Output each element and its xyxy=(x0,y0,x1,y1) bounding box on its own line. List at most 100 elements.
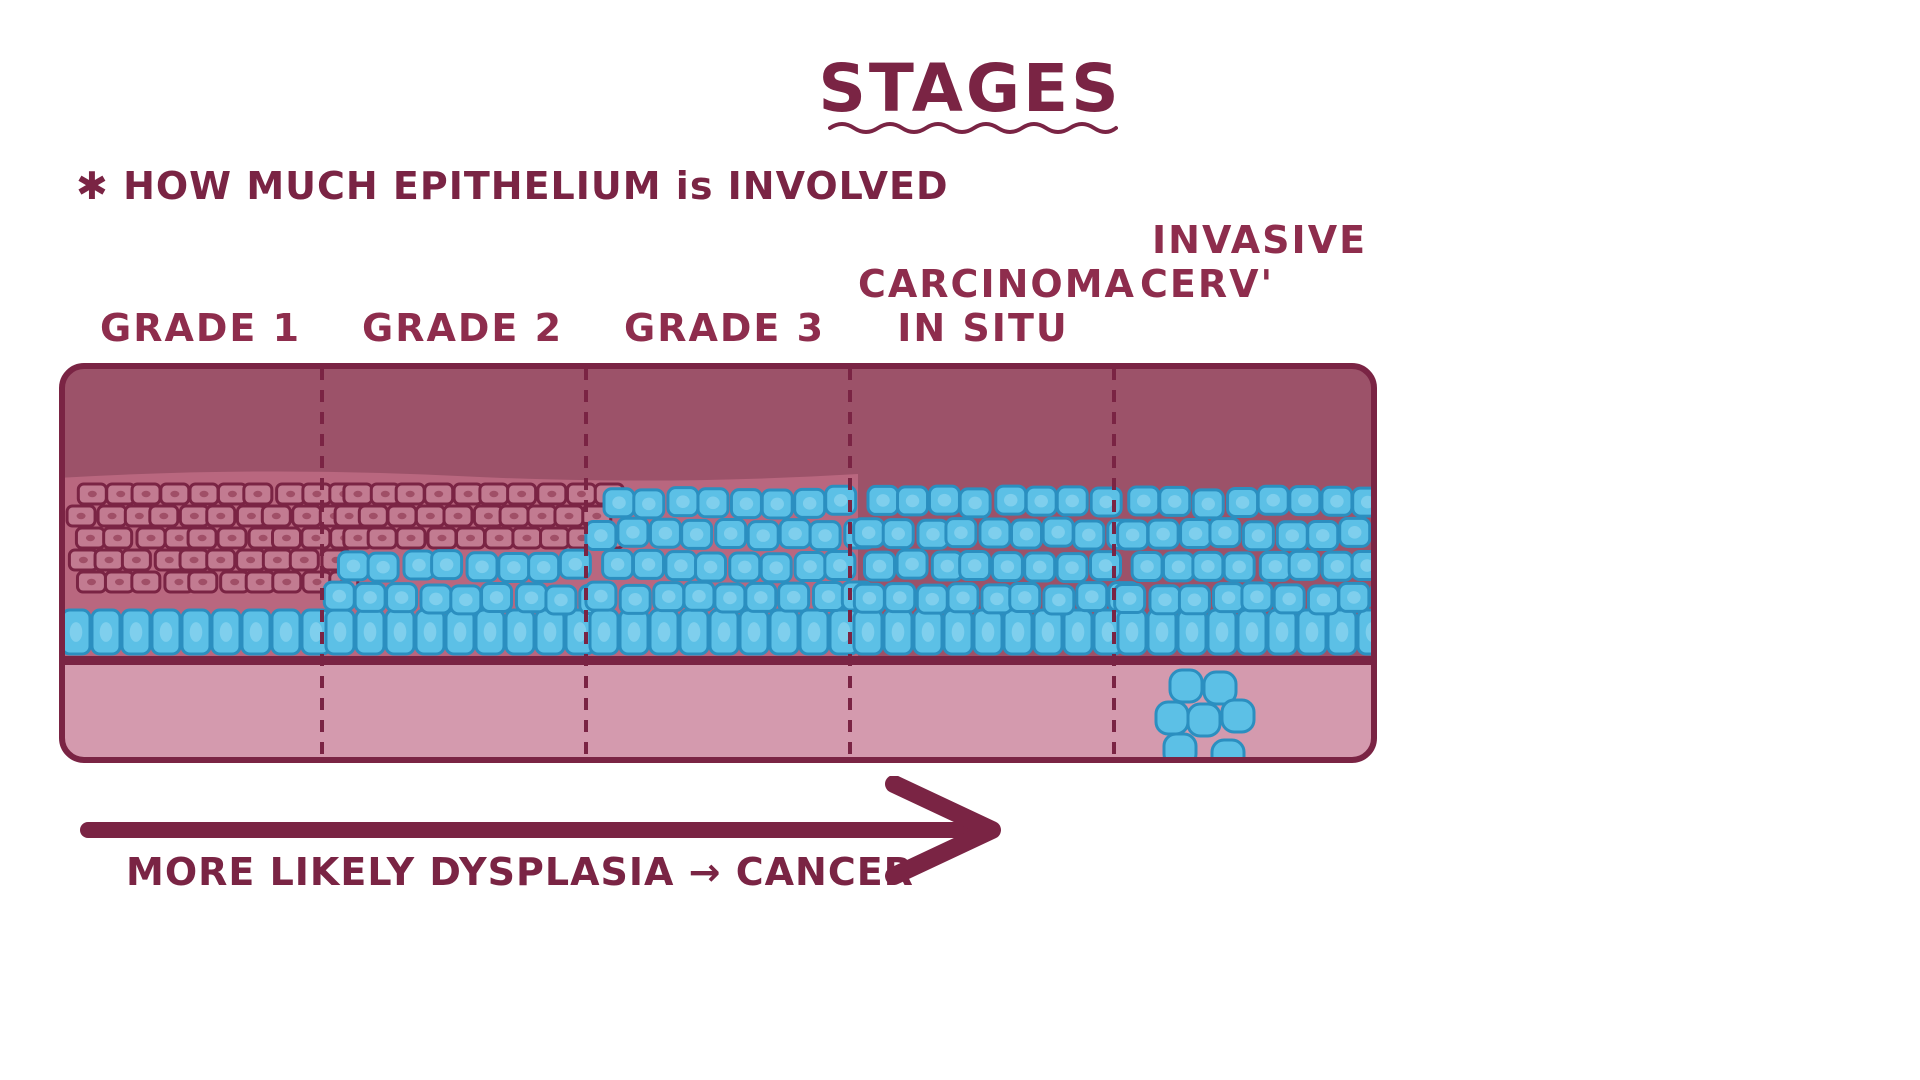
normal-cell xyxy=(148,504,180,528)
invasive-cell xyxy=(1186,702,1222,738)
dysplastic-cell xyxy=(618,583,652,615)
dysplastic-cell xyxy=(793,487,827,519)
invasive-cell xyxy=(1154,700,1190,736)
normal-cell xyxy=(455,526,487,550)
dysplastic-cell xyxy=(883,582,917,614)
dysplastic-cell xyxy=(1222,551,1256,583)
normal-cell xyxy=(426,526,458,550)
dysplastic-cell xyxy=(514,582,548,614)
dysplastic-cell xyxy=(678,608,710,656)
dysplastic-cell xyxy=(808,520,842,552)
dysplastic-cell xyxy=(1116,608,1148,656)
dysplastic-cell xyxy=(744,581,778,613)
normal-cell xyxy=(414,504,446,528)
dysplastic-cell xyxy=(666,486,700,518)
dysplastic-cell xyxy=(1010,518,1044,550)
dysplastic-cell xyxy=(696,487,730,519)
invasive-cell xyxy=(1168,668,1204,704)
stage-label-invasive-cervical: INVASIVE CERV' xyxy=(1140,218,1368,306)
dysplastic-cell xyxy=(1287,549,1321,581)
dysplastic-cell xyxy=(497,551,531,583)
dysplastic-cell xyxy=(1127,485,1161,517)
invasion-layer xyxy=(1154,668,1256,760)
dysplastic-cell xyxy=(632,488,666,520)
dysplastic-cell xyxy=(746,520,780,552)
dysplastic-cell xyxy=(120,608,152,656)
dysplastic-cell xyxy=(1075,581,1109,613)
normal-cell xyxy=(205,548,237,572)
normal-cell xyxy=(553,504,585,528)
title-underline xyxy=(828,122,1118,134)
dysplastic-cell xyxy=(419,583,453,615)
normal-cell xyxy=(386,504,418,528)
dysplastic-cell xyxy=(1191,550,1225,582)
dysplastic-cell xyxy=(1212,582,1246,614)
normal-cell xyxy=(186,526,218,550)
normal-cell xyxy=(178,504,210,528)
dysplastic-cell xyxy=(759,552,793,584)
dysplastic-cell xyxy=(1191,488,1225,520)
dysplastic-cell xyxy=(180,608,212,656)
dysplastic-cell xyxy=(1275,520,1309,552)
dysplastic-cell xyxy=(946,582,980,614)
dysplastic-cell xyxy=(1023,551,1057,583)
dysplastic-cell xyxy=(728,551,762,583)
normal-cell xyxy=(423,482,455,506)
normal-cell xyxy=(539,526,571,550)
stage-label-carcinoma-in-situ: CARCINOMA IN SITU xyxy=(858,262,1134,350)
dysplastic-cell xyxy=(449,584,483,616)
dysplastic-cell xyxy=(916,518,950,550)
dysplastic-cell xyxy=(1208,517,1242,549)
stage-label-line: IN SITU xyxy=(897,306,1069,350)
dysplastic-cell xyxy=(354,608,386,656)
normal-cell xyxy=(159,482,191,506)
normal-cell xyxy=(105,482,137,506)
dysplastic-cell xyxy=(1062,608,1094,656)
dysplastic-cell xyxy=(534,608,566,656)
dysplastic-cell xyxy=(465,551,499,583)
dysplastic-cell xyxy=(915,583,949,615)
dysplastic-cell xyxy=(1338,516,1372,548)
dysplastic-cell xyxy=(768,608,800,656)
progression-caption: MORE LIKELY DYSPLASIA → CANCER xyxy=(126,850,914,894)
dysplastic-cell xyxy=(927,484,961,516)
dysplastic-cell xyxy=(882,608,914,656)
dysplastic-cell xyxy=(1002,608,1034,656)
normal-cell xyxy=(442,504,474,528)
dysplastic-cell xyxy=(713,582,747,614)
dysplastic-cell xyxy=(648,608,680,656)
dysplastic-cell xyxy=(1326,608,1358,656)
dysplastic-cell xyxy=(616,516,650,548)
dysplastic-cell xyxy=(958,487,992,519)
dysplastic-cell xyxy=(1130,550,1164,582)
dysplastic-cell xyxy=(474,608,506,656)
dysplastic-cell xyxy=(480,581,514,613)
dysplastic-cell xyxy=(1024,485,1058,517)
normal-cell xyxy=(96,504,128,528)
dysplastic-cell xyxy=(62,608,92,656)
dysplastic-cell xyxy=(778,518,812,550)
dysplastic-cell xyxy=(90,608,122,656)
normal-cell xyxy=(244,570,276,594)
dysplastic-cell xyxy=(588,608,620,656)
dysplastic-cell xyxy=(1240,581,1274,613)
normal-cell xyxy=(478,482,510,506)
normal-cell xyxy=(511,526,543,550)
dysplastic-cell xyxy=(414,608,446,656)
normal-cell xyxy=(369,482,401,506)
stage-label-line: INVASIVE xyxy=(1152,218,1368,262)
normal-cell xyxy=(506,482,538,506)
dysplastic-cell xyxy=(430,549,464,581)
dysplastic-cell xyxy=(150,608,182,656)
normal-cell xyxy=(102,526,134,550)
dysplastic-cell xyxy=(652,581,686,613)
normal-cell xyxy=(288,548,320,572)
dysplastic-cell xyxy=(852,608,884,656)
dysplastic-cell xyxy=(444,608,476,656)
dysplastic-cell xyxy=(1296,608,1328,656)
dysplastic-cell xyxy=(544,584,578,616)
normal-cell xyxy=(205,504,237,528)
normal-cell xyxy=(394,482,426,506)
dysplastic-cell xyxy=(1177,584,1211,616)
normal-cell xyxy=(76,482,108,506)
